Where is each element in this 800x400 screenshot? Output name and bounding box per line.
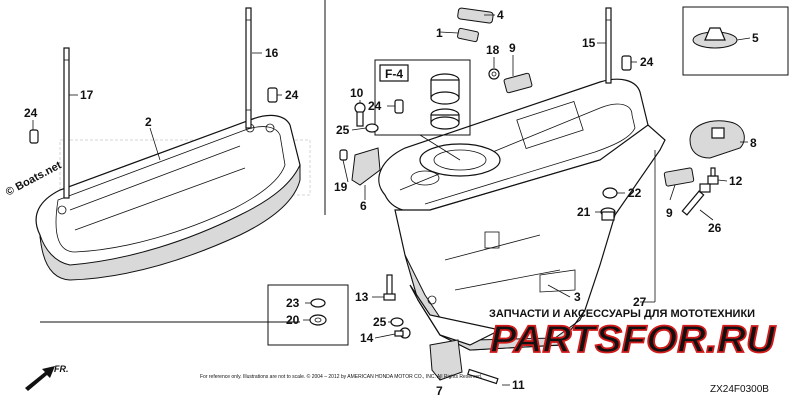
callout-5: 5 [752, 31, 759, 45]
footer-note: For reference only. Illustrations are no… [200, 373, 482, 380]
callout-17: 17 [80, 88, 94, 102]
part-24-dowel [621, 55, 632, 71]
callout-25-bottom: 25 [373, 315, 387, 329]
leader-lines [32, 14, 751, 386]
part-16-stud [245, 7, 252, 129]
callout-24-left-top: 24 [285, 88, 299, 102]
part-19-plug [339, 149, 348, 161]
view-f4-box: F-4 [374, 59, 471, 161]
part-14-bolt [394, 327, 411, 339]
part-8-trim-tab [689, 120, 745, 159]
direction-label: FR. [54, 364, 69, 374]
callout-22: 22 [628, 186, 642, 200]
part-25-washer [390, 317, 404, 327]
callout-9-top: 9 [509, 41, 516, 55]
callout-24-mid: 24 [368, 99, 382, 113]
callout-15: 15 [582, 36, 596, 50]
callout-27: 27 [633, 295, 647, 309]
callout-2: 2 [145, 115, 152, 129]
part-3-gear-case [378, 78, 666, 351]
callout-26: 26 [708, 221, 722, 235]
part-20-grommet [309, 314, 327, 326]
part-13-bolt [383, 274, 396, 301]
part-17-stud [63, 47, 70, 199]
inset-box-part-5 [682, 6, 789, 76]
part-21-plug [600, 207, 616, 221]
part-25-washer [365, 123, 379, 133]
watermark-brand: PARTSFOR.RU [490, 319, 777, 361]
view-label-f4: F-4 [385, 67, 403, 81]
part-7-anode [429, 339, 463, 381]
callout-7: 7 [436, 384, 443, 398]
callout-21: 21 [577, 205, 591, 219]
inset-box-parts-20-23 [267, 284, 349, 346]
part-9-anode [663, 167, 695, 187]
callout-19: 19 [334, 180, 348, 194]
diagram-code: ZX24F0300B [710, 384, 769, 395]
callout-11: 11 [512, 378, 525, 392]
part-15-stud [605, 7, 612, 84]
part-22-washer [602, 187, 618, 199]
part-23-washer [310, 298, 326, 308]
callout-23: 23 [286, 296, 300, 310]
callout-20: 20 [286, 313, 300, 327]
callout-24-right: 24 [640, 55, 654, 69]
callout-labels: 1 2 3 4 5 6 7 8 9 9 10 11 12 13 14 15 16… [24, 8, 759, 398]
callout-8: 8 [750, 136, 757, 150]
part-26-bolt [681, 183, 711, 216]
callout-25-top: 25 [336, 123, 350, 137]
callout-4: 4 [497, 8, 504, 22]
front-direction-arrow: FR. [25, 364, 69, 391]
part-1-block [457, 27, 479, 43]
callout-12: 12 [729, 174, 743, 188]
watermark-caption: ЗАПЧАСТИ И АКСЕССУАРЫ ДЛЯ МОТОТЕХНИКИ [489, 308, 755, 320]
part-24-dowel [267, 87, 278, 103]
part-4-block [457, 7, 494, 24]
callout-6: 6 [360, 199, 367, 213]
part-2-cover [35, 114, 301, 281]
callout-14: 14 [360, 331, 374, 345]
part-12-bolt [707, 167, 719, 185]
part-24-dowel [29, 129, 39, 144]
callout-18: 18 [486, 43, 500, 57]
callout-13: 13 [355, 290, 369, 304]
part-11-screw [467, 368, 499, 385]
callout-10: 10 [350, 86, 364, 100]
part-10-bolt [354, 102, 366, 127]
callout-9-right: 9 [666, 206, 673, 220]
callout-3: 3 [574, 290, 581, 304]
part-6-bracket [351, 147, 381, 186]
part-18-bolt [488, 68, 500, 80]
part-24-dowel [394, 99, 404, 114]
part-9-anode [503, 72, 533, 94]
part-5-cap [692, 27, 738, 49]
callout-16: 16 [265, 46, 279, 60]
callout-24-left: 24 [24, 106, 38, 120]
callout-1: 1 [436, 26, 443, 40]
